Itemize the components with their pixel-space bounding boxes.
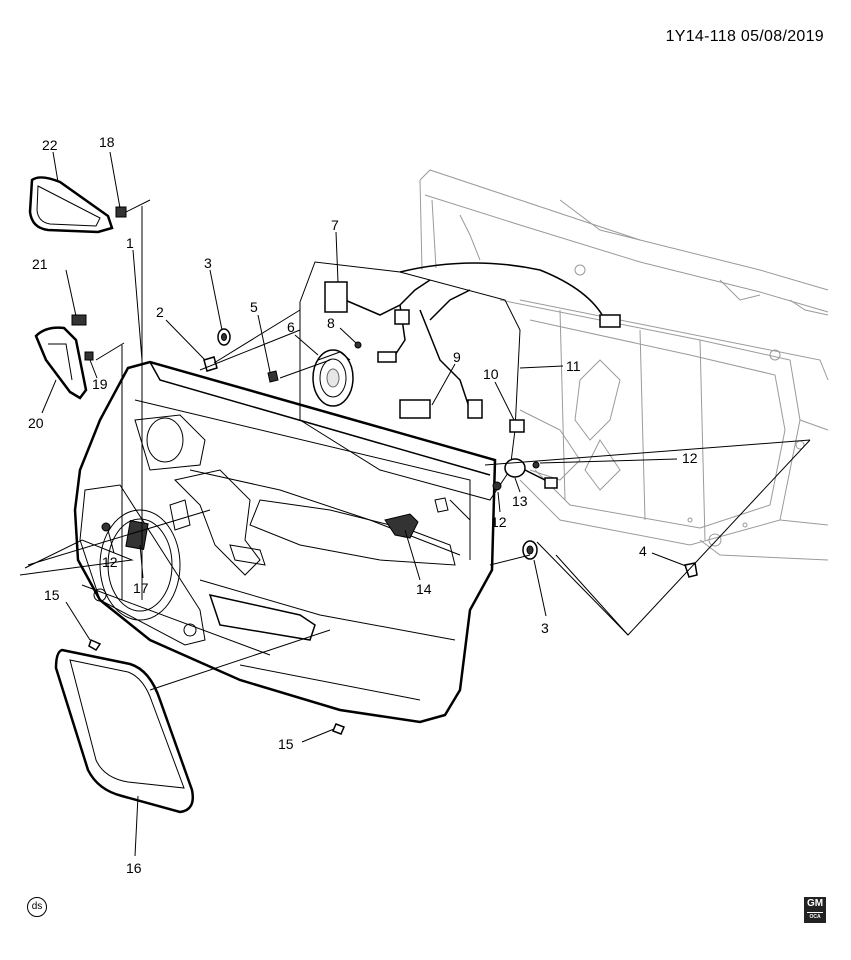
callout-11: 11 — [566, 358, 581, 374]
callout-15-left: 15 — [44, 587, 60, 603]
callout-8: 8 — [327, 315, 335, 331]
callout-6: 6 — [287, 319, 295, 335]
switch-17 — [125, 520, 149, 550]
leader-lines — [19, 199, 811, 691]
clip-19 — [84, 351, 94, 361]
fastener-12-right — [492, 481, 502, 491]
speaker-6 — [312, 349, 354, 407]
fastener-8 — [354, 341, 362, 349]
door-trim-panel — [73, 360, 497, 724]
callout-22: 22 — [42, 137, 58, 153]
ds-badge: ds — [27, 897, 47, 917]
panel-insert-16 — [54, 648, 194, 814]
callout-19: 19 — [92, 376, 108, 392]
screw-15-bottom — [332, 723, 345, 735]
clip-5 — [267, 370, 279, 383]
fastener-12-top — [532, 461, 540, 469]
retainer-3-bottom — [522, 540, 538, 560]
bolt-4 — [684, 562, 698, 578]
gm-logo-subtext: OCA — [807, 912, 823, 921]
callout-5: 5 — [250, 299, 258, 315]
callout-1: 1 — [126, 235, 134, 251]
callout-4: 4 — [639, 543, 647, 559]
callout-9: 9 — [453, 349, 461, 365]
callout-13: 13 — [512, 493, 528, 509]
callout-leaders — [41, 151, 687, 857]
fastener-12-left — [101, 522, 111, 532]
gm-logo-text: GM — [806, 898, 824, 909]
callout-21: 21 — [32, 256, 48, 272]
handle-bezel-20 — [34, 326, 88, 400]
callout-12-left: 12 — [102, 554, 118, 570]
door-frame-background — [419, 169, 829, 561]
callout-3-bottom: 3 — [541, 620, 549, 636]
speaker-grille-14 — [384, 513, 419, 539]
callout-10: 10 — [483, 366, 499, 382]
callout-15-bottom: 15 — [278, 736, 294, 752]
callout-20: 20 — [28, 415, 44, 431]
callout-12-mid: 12 — [491, 514, 507, 530]
switch-10 — [509, 419, 525, 433]
diagram-code: 1Y14-118 05/08/2019 — [665, 28, 824, 45]
gm-logo: GM OCA — [804, 897, 826, 923]
callout-18: 18 — [99, 134, 115, 150]
callout-14: 14 — [416, 581, 432, 597]
clip-21 — [71, 314, 87, 326]
callout-16: 16 — [126, 860, 142, 876]
callout-12-right: 12 — [682, 450, 698, 466]
callout-17: 17 — [133, 580, 149, 596]
callout-7: 7 — [331, 217, 339, 233]
retainer-3-top — [217, 328, 231, 346]
mirror-cover-22 — [28, 176, 114, 234]
clip-18 — [115, 206, 127, 218]
callout-2: 2 — [156, 304, 164, 320]
screw-15-left — [88, 638, 102, 651]
wiring-harness — [299, 261, 621, 501]
callout-3-top: 3 — [204, 255, 212, 271]
